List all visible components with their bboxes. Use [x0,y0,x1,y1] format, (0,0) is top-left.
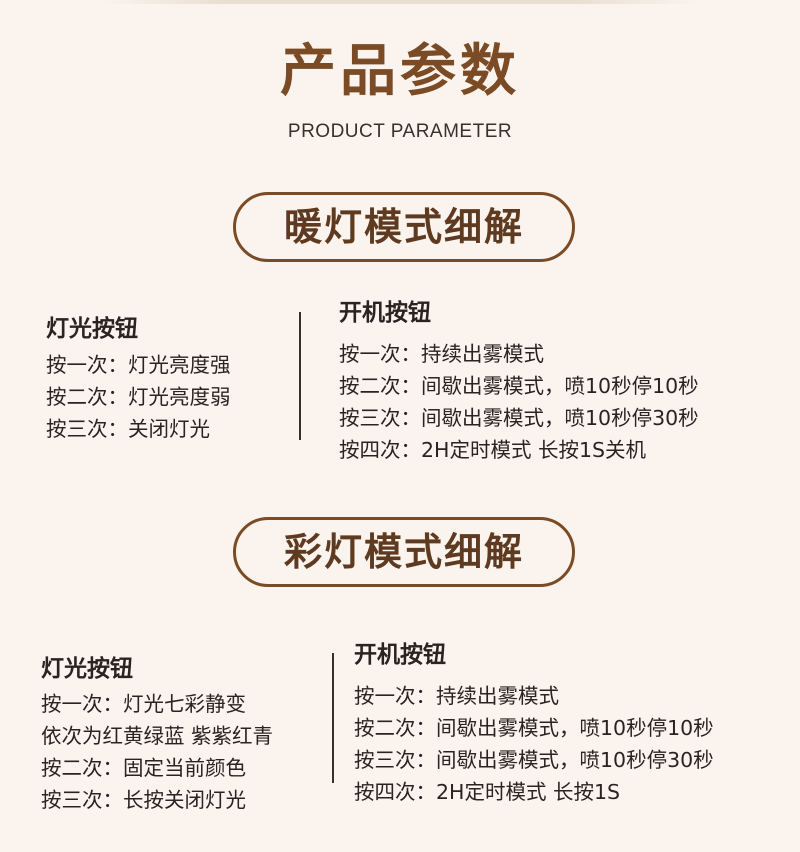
column-heading: 开机按钮 [339,300,431,326]
instruction-list: 按一次：持续出雾模式 按二次：间歇出雾模式，喷10秒停10秒 按三次：间歇出雾模… [339,338,699,466]
instruction-line: 按三次：间歇出雾模式，喷10秒停30秒 [354,748,714,772]
instruction-line: 按四次：2H定时模式 长按1S [354,780,621,804]
instruction-line: 按一次：灯光亮度强 [46,353,231,377]
column-divider [332,653,334,783]
color-power-button-column: 开机按钮 按一次：持续出雾模式 按二次：间歇出雾模式，喷10秒停10秒 按三次：… [354,640,714,808]
warm-power-button-column: 开机按钮 按一次：持续出雾模式 按二次：间歇出雾模式，喷10秒停10秒 按三次：… [339,298,699,466]
column-heading: 灯光按钮 [41,656,133,682]
instruction-line: 按一次：持续出雾模式 [339,342,544,366]
instruction-line: 按二次：灯光亮度弱 [46,385,231,409]
instruction-line: 按二次：间歇出雾模式，喷10秒停10秒 [339,374,699,398]
color-light-button-column: 灯光按钮 按一次：灯光七彩静变 依次为红黄绿蓝 紫紫红青 按二次：固定当前颜色 … [41,654,273,816]
section-title-color-light: 彩灯模式细解 [233,517,575,587]
instruction-line: 按三次：间歇出雾模式，喷10秒停30秒 [339,406,699,430]
instruction-line: 按三次：长按关闭灯光 [41,788,246,812]
section-title-warm-light: 暖灯模式细解 [233,192,575,262]
warm-light-button-column: 灯光按钮 按一次：灯光亮度强 按二次：灯光亮度弱 按三次：关闭灯光 [46,314,231,445]
instruction-list: 按一次：灯光七彩静变 依次为红黄绿蓝 紫紫红青 按二次：固定当前颜色 按三次：长… [41,688,273,816]
instruction-line: 按一次：灯光七彩静变 [41,692,246,716]
column-heading: 灯光按钮 [46,316,138,342]
page-title: 产品参数 [280,39,520,104]
top-decorative-rule [100,0,700,4]
instruction-list: 按一次：灯光亮度强 按二次：灯光亮度弱 按三次：关闭灯光 [46,349,231,445]
instruction-line: 按一次：持续出雾模式 [354,684,559,708]
instruction-line: 按四次：2H定时模式 长按1S关机 [339,438,647,462]
column-heading: 开机按钮 [354,642,446,668]
column-divider [299,312,301,440]
instruction-line: 按三次：关闭灯光 [46,417,210,441]
instruction-line: 按二次：固定当前颜色 [41,756,246,780]
instruction-list: 按一次：持续出雾模式 按二次：间歇出雾模式，喷10秒停10秒 按三次：间歇出雾模… [354,680,714,808]
instruction-line: 按二次：间歇出雾模式，喷10秒停10秒 [354,716,714,740]
instruction-line: 依次为红黄绿蓝 紫紫红青 [41,724,274,748]
page-subtitle: PRODUCT PARAMETER [287,121,513,142]
